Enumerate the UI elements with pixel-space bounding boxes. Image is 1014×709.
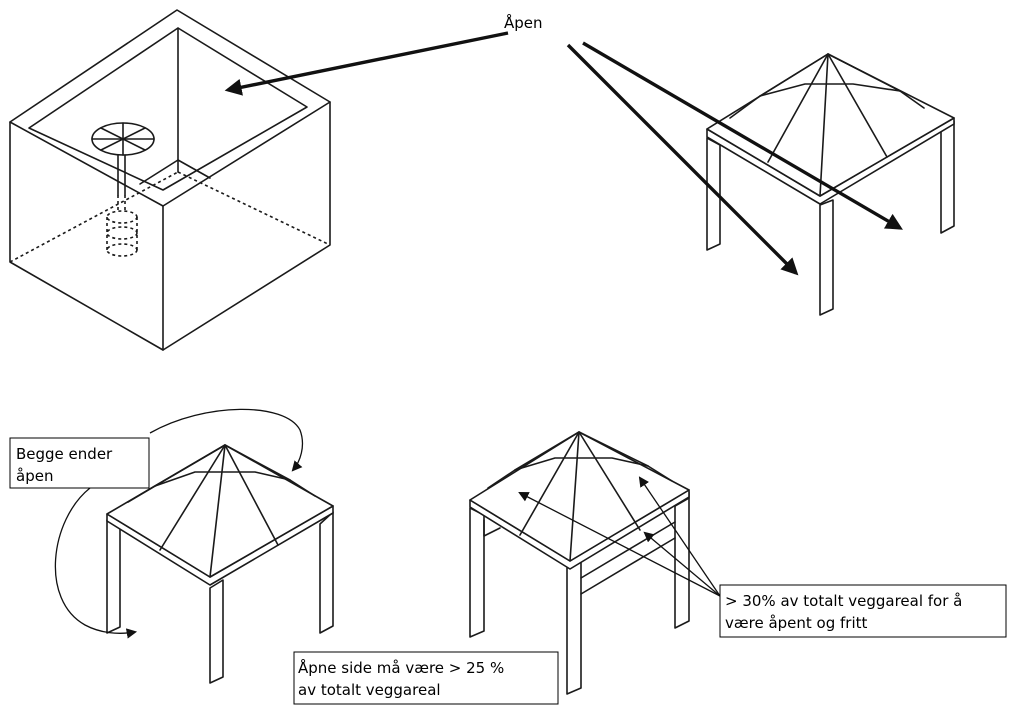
callout-both-ends: Begge ender åpen	[9, 437, 150, 489]
callout-wall-area: > 30% av totalt veggareal for å være åpe…	[719, 584, 1007, 638]
callout-both-ends-line2: åpen	[16, 467, 53, 485]
open-arrows	[224, 31, 903, 276]
callout-both-ends-line1: Begge ender	[16, 445, 113, 463]
canopy-figure-top-right	[706, 53, 955, 316]
callout-open-side-line2: av totalt veggareal	[298, 681, 441, 699]
label-open-top: Åpen	[504, 13, 543, 32]
callout-open-side-line1: Åpne side må være > 25 %	[298, 658, 504, 677]
callout-wall-area-line1: > 30% av totalt veggareal for å	[725, 592, 962, 610]
canopy-figure-bottom-left	[54, 408, 334, 684]
chimney-cap	[91, 122, 155, 156]
callout-open-side: Åpne side må være > 25 % av totalt vegga…	[293, 651, 559, 705]
open-top-box-figure	[9, 9, 331, 351]
callout-wall-area-line2: være åpent og fritt	[725, 614, 868, 632]
canopy-figure-bottom-middle	[469, 431, 721, 695]
